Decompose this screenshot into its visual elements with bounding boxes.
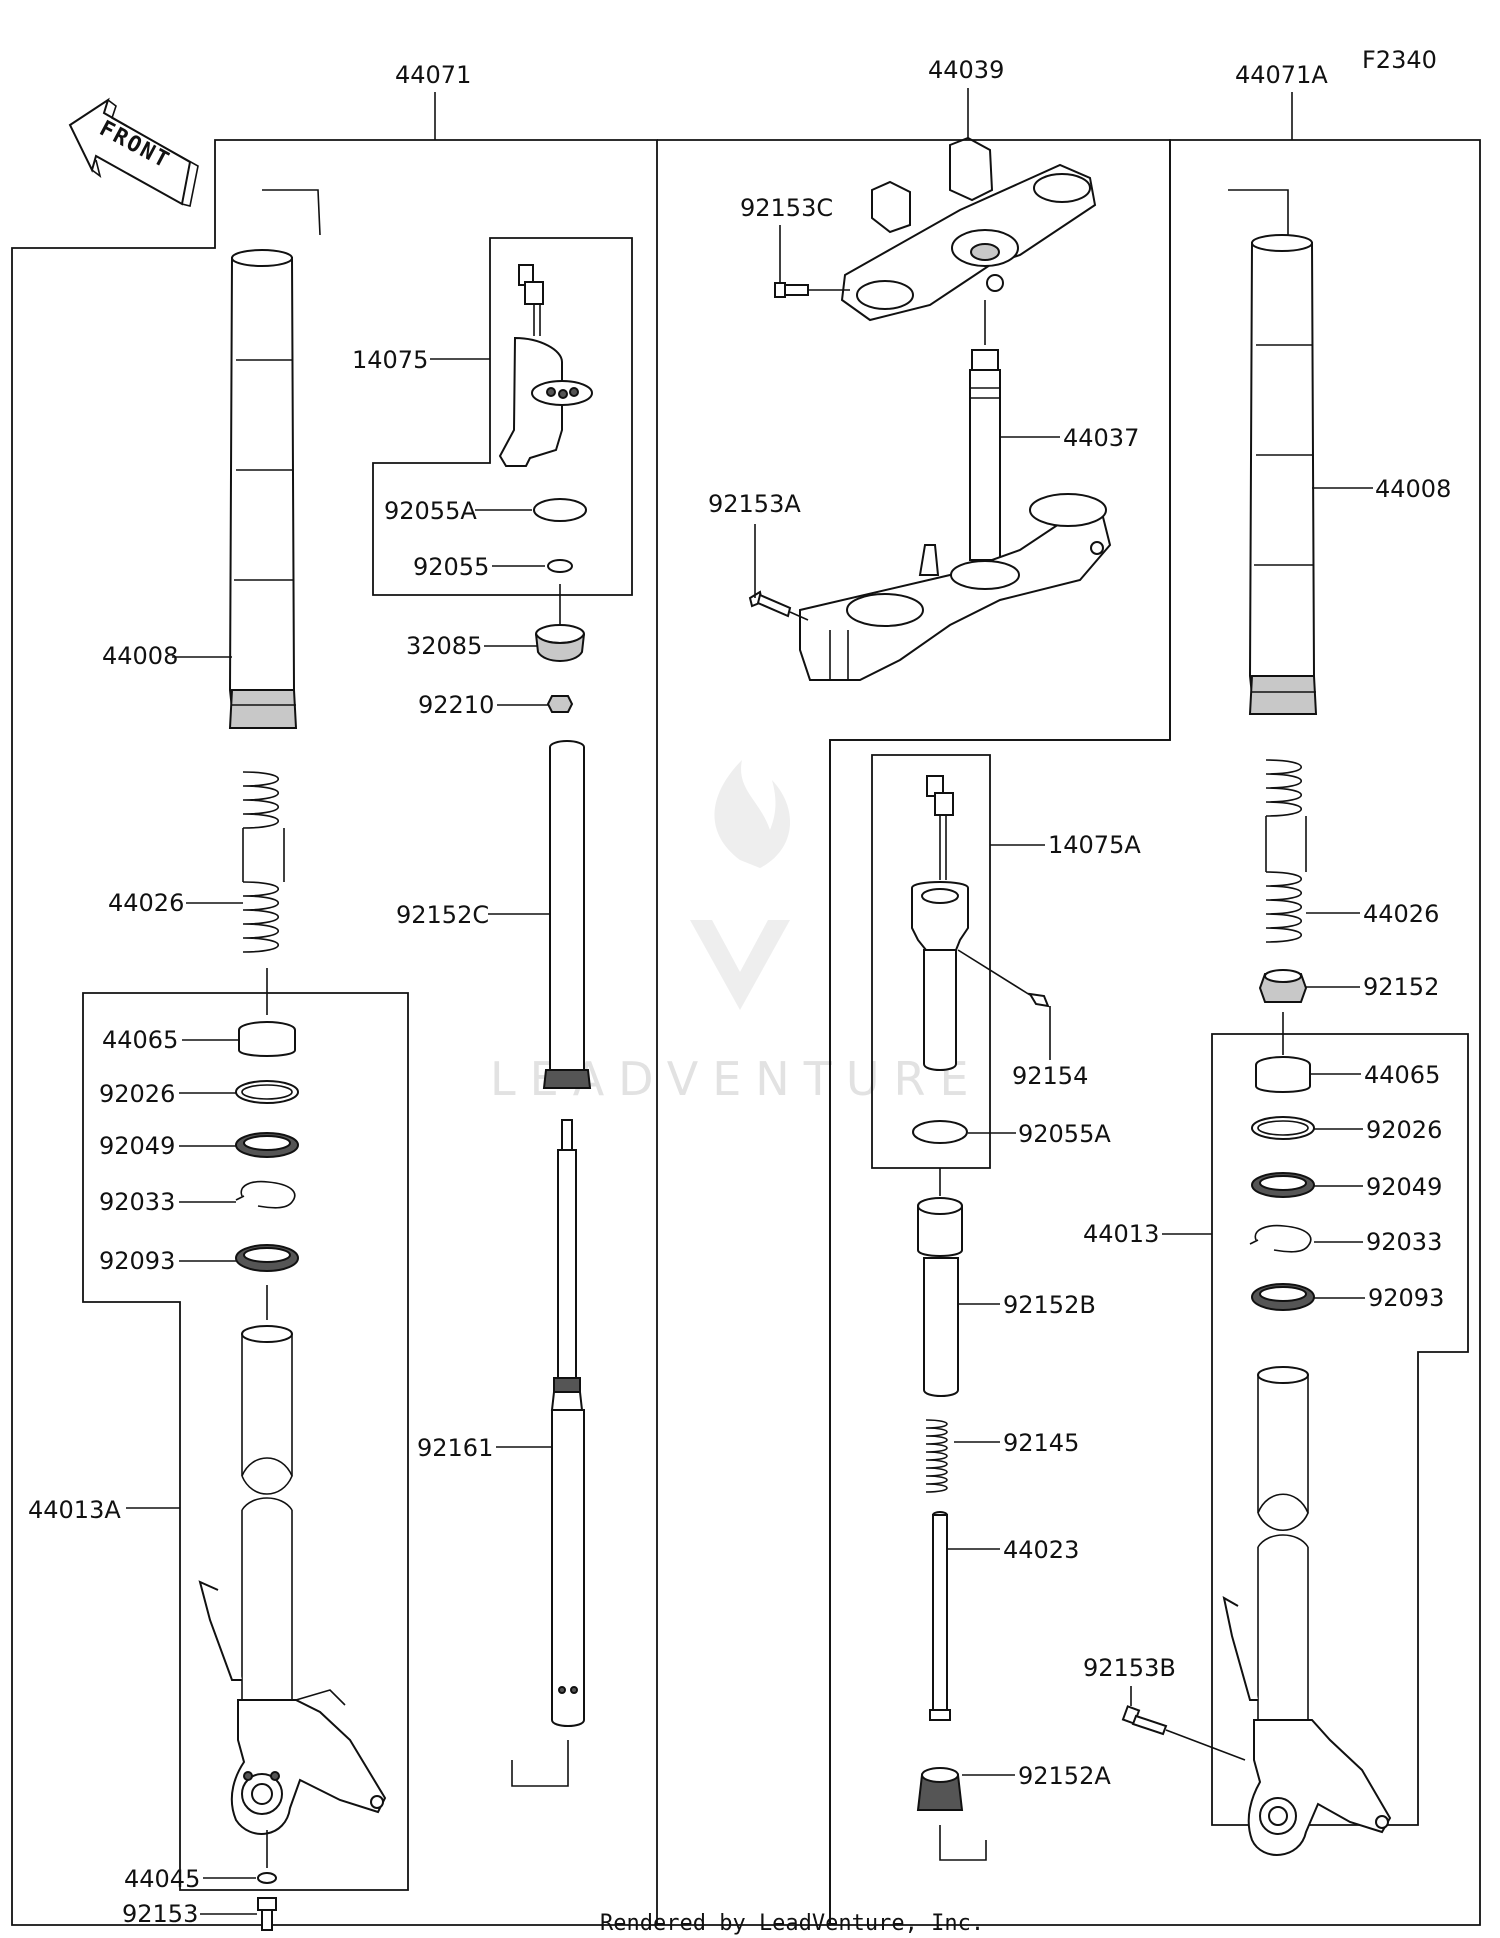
diagram-code: F2340 [1362,46,1437,74]
left-oring-large [533,498,587,522]
left-bolt [257,1897,277,1931]
front-direction-arrow: FRONT [68,97,199,207]
label-92153B: 92153B [1083,1654,1176,1682]
right-damper-unit [911,775,969,1071]
watermark-logo [690,760,791,1010]
left-seal-box [82,992,409,1891]
steering-stem [969,300,1001,561]
right-screw [957,949,1050,1008]
left-damper-unit [498,264,593,467]
right-axle-bolt [1121,1705,1168,1736]
label-44065-left: 44065 [102,1026,178,1054]
lower-triple-clamp [799,493,1112,681]
left-spring [242,771,285,953]
label-92210: 92210 [418,691,494,719]
label-92153A: 92153A [708,490,801,518]
right-inner-tube [1228,189,1318,715]
label-44026-right: 44026 [1363,900,1439,928]
label-92152: 92152 [1363,973,1439,1001]
left-dust-seal [235,1244,299,1272]
label-14075: 14075 [352,346,428,374]
label-44023: 44023 [1003,1536,1079,1564]
right-oil-seal [1251,1172,1315,1198]
label-92153-left: 92153 [122,1900,198,1928]
right-seal-box [1211,1033,1469,1826]
label-44037: 44037 [1063,424,1139,452]
label-92055-left: 92055 [413,553,489,581]
stem-bolt [748,590,792,618]
right-clip [1249,1224,1312,1253]
left-bushing [238,1021,296,1057]
label-92161: 92161 [417,1434,493,1462]
label-92026-right: 92026 [1366,1116,1442,1144]
left-inner-tube [228,189,321,729]
left-outer-tube [198,1285,387,1835]
label-44008-left: 44008 [102,642,178,670]
label-44026-left: 44026 [108,889,184,917]
right-dust-seal [1251,1283,1315,1311]
label-92152B: 92152B [1003,1291,1096,1319]
label-92033-left: 92033 [99,1188,175,1216]
right-small-spring [925,1419,948,1493]
right-nut [916,1767,964,1811]
right-collar [1258,969,1308,1003]
upper-triple-clamp [840,136,1097,322]
left-damper-box [372,237,633,596]
label-92152A: 92152A [1018,1762,1111,1790]
right-outer-tube [1222,1366,1392,1856]
left-clip [235,1180,296,1209]
label-32085: 32085 [406,632,482,660]
top-bolt [774,282,809,298]
label-44013A: 44013A [28,1496,121,1524]
label-44039: 44039 [928,56,1004,84]
label-92154: 92154 [1012,1062,1088,1090]
right-oring [912,1120,968,1144]
right-fork-outline [829,139,1481,1926]
label-44071: 44071 [395,61,471,89]
label-44013: 44013 [1083,1220,1159,1248]
label-92026-left: 92026 [99,1080,175,1108]
label-44008-right: 44008 [1375,475,1451,503]
footer-credit: Rendered by LeadVenture, Inc. [600,1911,984,1936]
left-nut [546,695,574,713]
label-44071A: 44071A [1235,61,1328,89]
label-92152C: 92152C [396,901,489,929]
label-14075A: 14075A [1048,831,1141,859]
right-damper-box [871,754,991,1169]
label-92049-left: 92049 [99,1132,175,1160]
left-collar [535,624,585,662]
right-rod [929,1511,951,1721]
right-spring [1265,759,1307,943]
label-92055A-right: 92055A [1018,1120,1111,1148]
left-oring-small [547,559,573,573]
label-44045: 44045 [124,1865,200,1893]
label-92055A-left: 92055A [384,497,477,525]
left-gasket [257,1872,277,1884]
label-44065-right: 44065 [1364,1061,1440,1089]
label-92093-right: 92093 [1368,1284,1444,1312]
left-rod [550,1119,585,1727]
label-92093-left: 92093 [99,1247,175,1275]
label-92049-right: 92049 [1366,1173,1442,1201]
left-pipe [542,740,592,1089]
right-pipe [917,1197,963,1397]
label-92153C: 92153C [740,194,833,222]
right-bushing [1255,1056,1311,1093]
label-92145: 92145 [1003,1429,1079,1457]
label-92033-right: 92033 [1366,1228,1442,1256]
left-oil-seal [235,1132,299,1158]
